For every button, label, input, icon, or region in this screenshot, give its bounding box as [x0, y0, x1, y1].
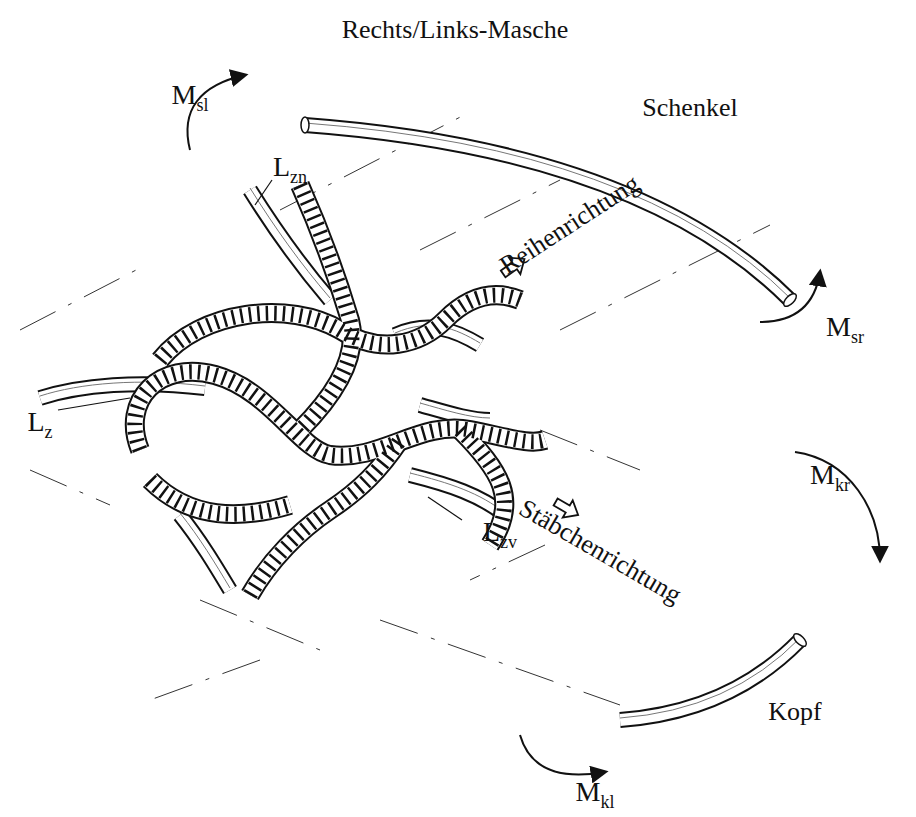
direction-arrow: [497, 251, 583, 524]
yarn-end: [792, 632, 809, 649]
part-label: Lzv: [483, 517, 517, 553]
leader-line: [58, 180, 462, 520]
yarn-fill: [40, 384, 205, 398]
yarn-outline: [180, 515, 230, 590]
rope-outline: [300, 185, 352, 430]
yarn-end: [301, 117, 309, 133]
part-label: Lz: [27, 407, 52, 443]
rope-twist: [160, 295, 520, 360]
part-label: Msl: [172, 80, 209, 116]
twisted-yarn: [135, 185, 545, 595]
yarn-outline: [40, 384, 205, 398]
rope-twist: [300, 185, 352, 430]
rope-outline: [150, 480, 290, 514]
part-label: Reihenrichtung: [495, 169, 645, 280]
yarn-shade: [420, 403, 490, 418]
yarn-end: [782, 292, 799, 309]
rope-twist: [150, 480, 290, 514]
rope-fill: [300, 185, 352, 430]
part-label: Msr: [826, 312, 864, 348]
moment-arrow: [187, 75, 880, 775]
part-label: Lzn: [273, 152, 307, 188]
yarn-fill: [180, 515, 230, 590]
part-label: Mkl: [576, 777, 615, 813]
part-label: Mkr: [810, 460, 850, 496]
part-label: Kopf: [768, 698, 821, 727]
yarn-shade: [40, 382, 205, 396]
part-label: Schenkel: [642, 94, 737, 123]
yarn-fill: [305, 125, 790, 300]
title: Rechts/Links-Masche: [342, 16, 569, 45]
yarn: [40, 123, 800, 720]
yarn-outline: [305, 125, 790, 300]
part-label: Stäbchenrichtung: [514, 494, 686, 610]
yarn-shade: [305, 123, 790, 298]
yarn-shade: [180, 513, 230, 588]
rope-twist: [135, 372, 545, 456]
rope-fill: [150, 480, 290, 514]
rope-twist: [250, 440, 400, 595]
